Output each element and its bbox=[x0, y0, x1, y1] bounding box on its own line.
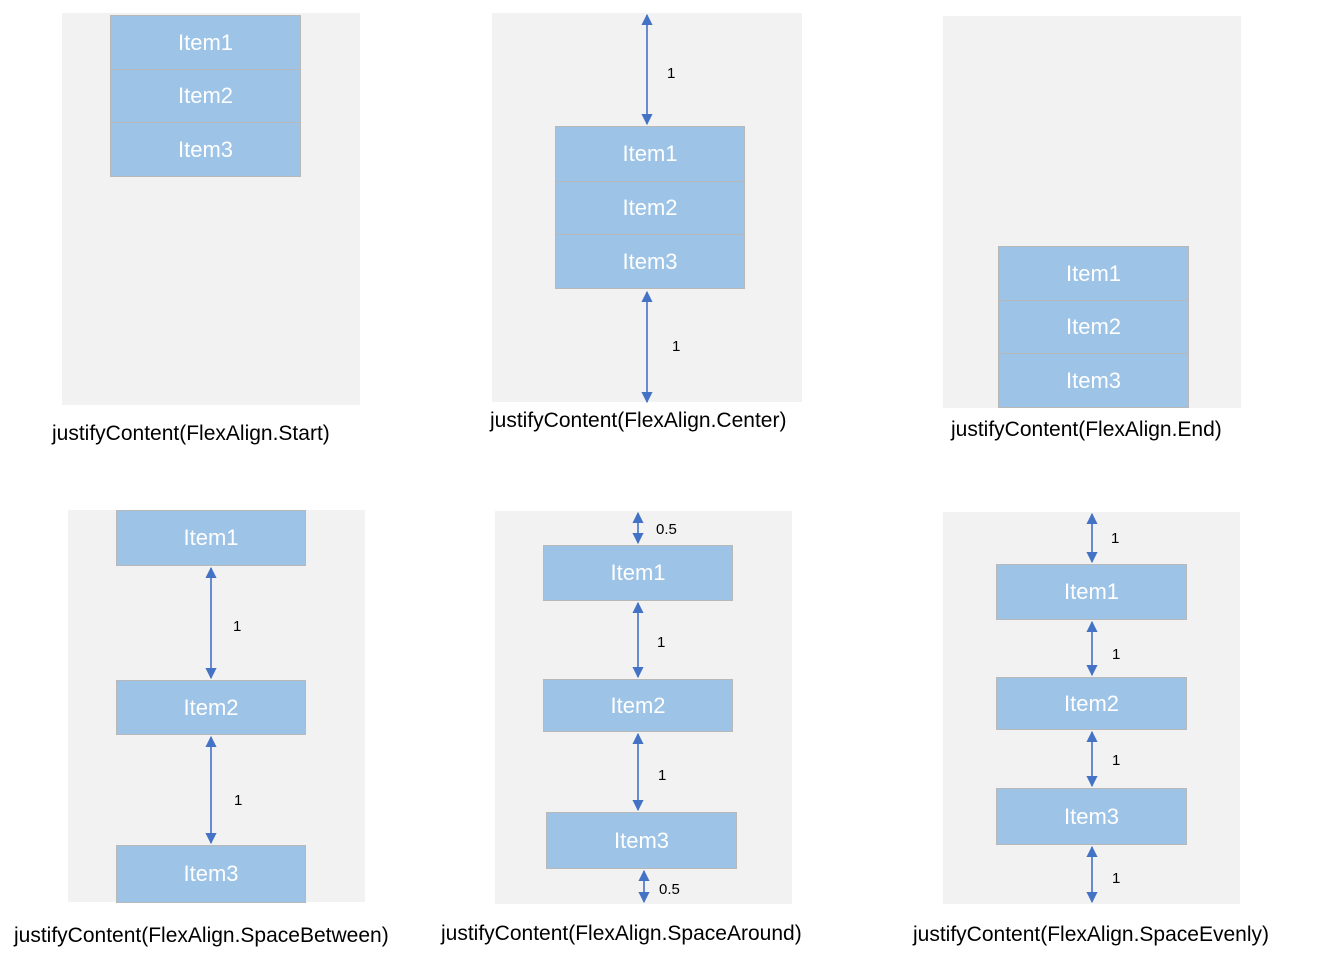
space-evenly-item3: Item3 bbox=[996, 788, 1187, 845]
space-around-gap2-label: 1 bbox=[657, 634, 666, 651]
space-between-gap1-label: 1 bbox=[233, 618, 242, 635]
space-around-gap1-label: 0.5 bbox=[656, 521, 677, 538]
space-evenly-gap1-label: 1 bbox=[1111, 530, 1120, 547]
space-evenly-item1: Item1 bbox=[996, 564, 1187, 620]
space-between-item2: Item2 bbox=[116, 680, 306, 735]
space-evenly-caption: justifyContent(FlexAlign.SpaceEvenly) bbox=[913, 923, 1269, 946]
space-between-item1: Item1 bbox=[116, 510, 306, 566]
end-item2: Item2 bbox=[998, 300, 1189, 354]
space-between-gap2-label: 1 bbox=[234, 792, 243, 809]
center-gap-bottom-label: 1 bbox=[672, 338, 681, 355]
space-evenly-gap4-label: 1 bbox=[1112, 870, 1121, 887]
start-caption: justifyContent(FlexAlign.Start) bbox=[52, 422, 330, 445]
space-evenly-gap3-label: 1 bbox=[1112, 752, 1121, 769]
space-around-item2: Item2 bbox=[543, 679, 733, 732]
start-item3: Item3 bbox=[110, 122, 301, 177]
space-around-gap3-label: 1 bbox=[658, 767, 667, 784]
space-around-caption: justifyContent(FlexAlign.SpaceAround) bbox=[441, 922, 802, 945]
space-evenly-item2: Item2 bbox=[996, 677, 1187, 730]
start-item1: Item1 bbox=[110, 15, 301, 70]
center-item2: Item2 bbox=[555, 181, 745, 235]
space-around-item1: Item1 bbox=[543, 545, 733, 601]
center-gap-top-label: 1 bbox=[667, 65, 676, 82]
space-around-item3: Item3 bbox=[546, 812, 737, 869]
center-item3: Item3 bbox=[555, 234, 745, 289]
start-item2: Item2 bbox=[110, 69, 301, 123]
end-caption: justifyContent(FlexAlign.End) bbox=[951, 418, 1222, 441]
center-caption: justifyContent(FlexAlign.Center) bbox=[490, 409, 787, 432]
space-evenly-gap2-label: 1 bbox=[1112, 646, 1121, 663]
space-around-gap4-label: 0.5 bbox=[659, 881, 680, 898]
space-between-caption: justifyContent(FlexAlign.SpaceBetween) bbox=[14, 924, 389, 947]
end-item1: Item1 bbox=[998, 246, 1189, 301]
space-between-item3: Item3 bbox=[116, 845, 306, 903]
end-item3: Item3 bbox=[998, 353, 1189, 408]
center-item1: Item1 bbox=[555, 126, 745, 182]
